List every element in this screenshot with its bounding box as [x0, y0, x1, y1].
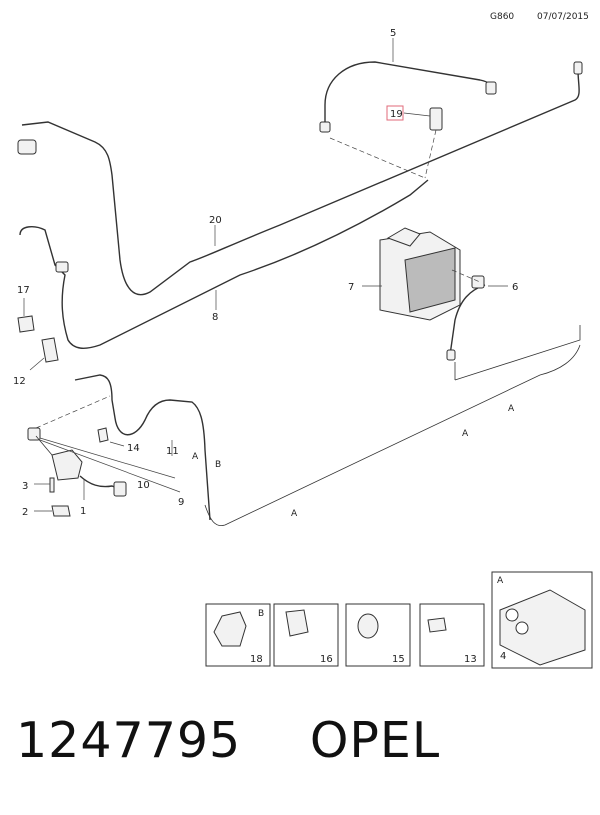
callout-15: 15	[392, 654, 405, 665]
marker-a-3: A	[192, 452, 199, 462]
detail-label-a: A	[497, 576, 504, 586]
detail-label-b: B	[258, 609, 264, 619]
canister-7	[379, 227, 461, 321]
pipe-right-lower	[204, 325, 581, 527]
brand-name: OPEL	[309, 712, 441, 769]
callout-14: 14	[127, 443, 140, 454]
callout-13: 13	[464, 654, 477, 665]
callout-20: 20	[209, 215, 222, 226]
callout-8: 8	[212, 312, 218, 323]
callout-6: 6	[512, 282, 518, 293]
callout-12: 12	[13, 376, 26, 387]
callout-5: 5	[390, 28, 396, 39]
callout-16: 16	[320, 654, 333, 665]
callout-7: 7	[348, 282, 354, 293]
clip-12	[41, 337, 59, 363]
callout-2: 2	[22, 507, 28, 518]
valve-assembly-1	[27, 427, 127, 497]
callout-19: 19	[390, 109, 403, 120]
pipe-20	[17, 61, 583, 296]
detail-box-18: B 18	[205, 603, 271, 667]
diagram-date: 07/07/2015	[537, 12, 589, 22]
detail-box-16: 16	[273, 603, 339, 667]
part-19-connector	[386, 105, 443, 131]
detail-box-13: 13	[419, 603, 485, 667]
callout-11: 11	[166, 446, 179, 457]
pipe-8	[19, 179, 429, 349]
callout-4: 4	[500, 651, 506, 662]
parts-diagram: G860 07/07/2015	[13, 12, 593, 669]
callout-18: 18	[250, 654, 263, 665]
pipe-11	[74, 374, 211, 521]
footer: 1247795 OPEL	[16, 712, 586, 792]
callout-17: 17	[17, 285, 30, 296]
bolt-3	[49, 477, 55, 493]
marker-a-2: A	[462, 429, 469, 439]
callout-1: 1	[80, 506, 86, 517]
marker-a-4: A	[291, 509, 298, 519]
marker-a-1: A	[508, 404, 515, 414]
callout-9: 9	[178, 497, 184, 508]
detail-box-15: 15	[345, 603, 411, 667]
diagram-code: G860	[490, 12, 514, 22]
hose-6	[446, 275, 486, 361]
clip-14	[97, 427, 109, 443]
pipe-5	[319, 61, 497, 133]
callout-10: 10	[137, 480, 150, 491]
clip-2	[51, 505, 71, 517]
part-number: 1247795	[16, 712, 242, 769]
detail-box-4: A 4	[491, 571, 593, 669]
callout-3: 3	[22, 481, 28, 492]
clip-17	[17, 315, 35, 333]
marker-b-1: B	[215, 460, 221, 470]
